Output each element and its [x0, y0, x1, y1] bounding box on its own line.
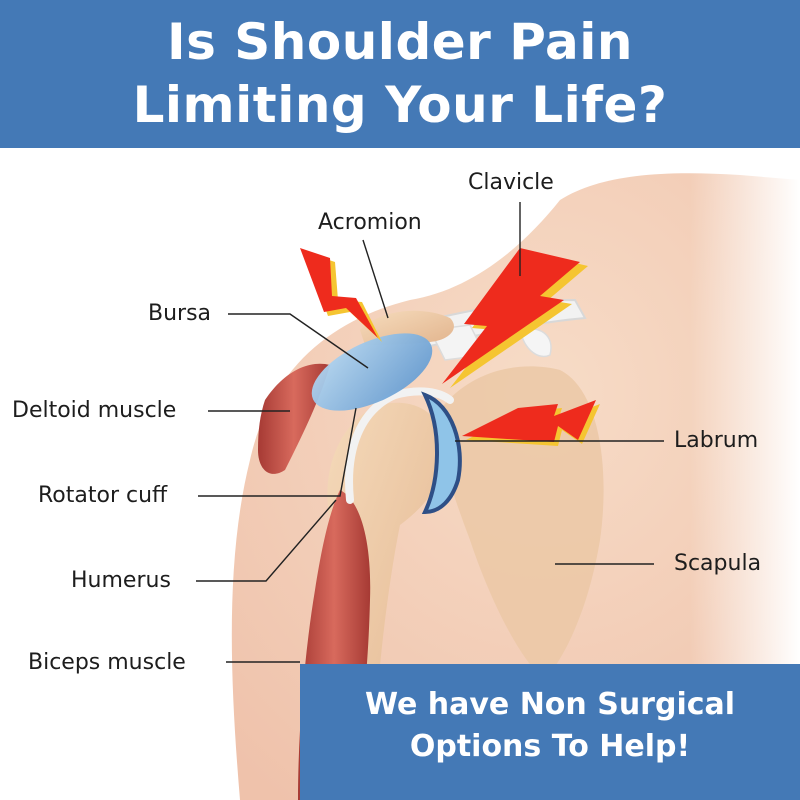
scapula-bone: [440, 366, 604, 680]
coracoid-ligament: [519, 328, 552, 358]
rotator-cuff-tendon: [345, 387, 454, 504]
cta-line-1: We have Non Surgical: [364, 687, 736, 722]
headline-line-2: Limiting Your Life?: [132, 76, 668, 134]
labrum-ring: [421, 391, 462, 515]
leader-lines: [196, 202, 664, 663]
pain-bolt-acromion-icon: [300, 248, 378, 338]
pain-bolt-clavicle-icon: [442, 248, 580, 384]
label-scapula: Scapula: [674, 551, 762, 576]
bursa-sac: [311, 333, 433, 411]
cta-line-2: Options To Help!: [409, 729, 691, 764]
headline-line-1: Is Shoulder Pain: [166, 13, 633, 71]
label-rotator-cuff: Rotator cuff: [38, 483, 168, 508]
label-biceps-muscle: Biceps muscle: [28, 650, 186, 675]
label-acromion: Acromion: [318, 210, 422, 235]
label-clavicle: Clavicle: [468, 170, 554, 195]
shoulder-anatomy-diagram: [196, 170, 800, 800]
label-deltoid-muscle: Deltoid muscle: [12, 398, 177, 423]
pain-bolt-labrum-icon: [462, 400, 596, 442]
label-humerus: Humerus: [71, 568, 171, 593]
label-bursa: Bursa: [148, 301, 212, 326]
cta-banner: We have Non Surgical Options To Help!: [300, 664, 800, 800]
headline-banner: Is Shoulder Pain Limiting Your Life?: [0, 0, 800, 148]
label-labrum: Labrum: [674, 428, 759, 453]
